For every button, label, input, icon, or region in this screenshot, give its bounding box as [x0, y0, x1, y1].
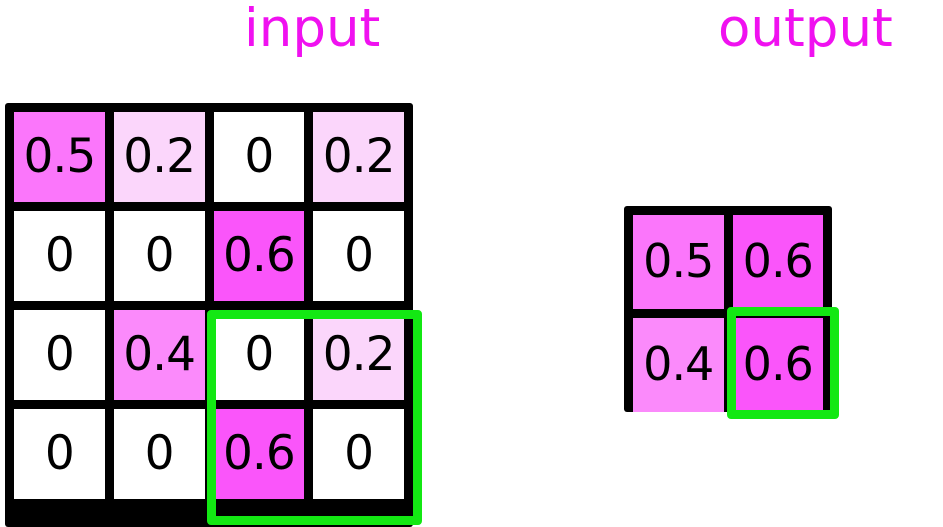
input-cell-r2c3: 0.6 [213, 211, 305, 301]
input-cell-value: 0.2 [322, 128, 396, 184]
input-cell-r2c2: 0 [113, 211, 205, 301]
input-cell-r3c2: 0.4 [113, 310, 205, 400]
output-cell-value: 0.5 [643, 234, 714, 288]
input-cell-value: 0 [344, 227, 374, 283]
input-cell-r1c2: 0.2 [113, 112, 205, 202]
input-cell-value: 0.2 [322, 326, 396, 382]
input-cell-value: 0.6 [223, 425, 296, 481]
input-cell-value: 0 [144, 425, 175, 481]
input-cell-r3c4: 0.2 [313, 310, 404, 400]
input-grid-row: 0 0 0.6 0 [14, 409, 413, 508]
input-grid-row: 0.5 0.2 0 0.2 [14, 112, 413, 211]
input-cell-r1c1: 0.5 [14, 112, 105, 202]
input-cell-value: 0.2 [123, 128, 196, 184]
input-grid-row: 0 0.4 0 0.2 [14, 310, 413, 409]
input-cell-r3c1: 0 [14, 310, 105, 400]
input-cell-r4c2: 0 [113, 409, 205, 499]
output-grid-row: 0.4 0.6 [633, 318, 832, 421]
output-cell-r2c1: 0.4 [633, 318, 724, 412]
input-cell-value: 0.4 [123, 326, 196, 382]
input-panel-label: input [244, 0, 381, 59]
input-cell-r3c3: 0 [213, 310, 305, 400]
input-cell-value: 0.5 [23, 128, 97, 184]
input-cell-r4c1: 0 [14, 409, 105, 499]
output-cell-r1c1: 0.5 [633, 215, 724, 309]
input-grid-row: 0 0 0.6 0 [14, 211, 413, 310]
output-feature-map-grid: 0.5 0.6 0.4 0.6 [624, 206, 832, 412]
input-cell-r1c3: 0 [213, 112, 305, 202]
output-cell-value: 0.4 [643, 337, 714, 391]
output-cell-r1c2: 0.6 [732, 215, 823, 309]
output-cell-value: 0.6 [742, 234, 814, 288]
input-cell-r2c1: 0 [14, 211, 105, 301]
input-cell-value: 0 [44, 326, 75, 382]
input-cell-r1c4: 0.2 [313, 112, 404, 202]
input-cell-value: 0 [144, 227, 175, 283]
input-feature-map-grid: 0.5 0.2 0 0.2 0 0 0.6 0 0 0.4 [5, 103, 413, 527]
input-cell-r4c4: 0 [313, 409, 404, 499]
input-cell-value: 0 [244, 128, 274, 184]
input-cell-value: 0 [244, 326, 274, 382]
input-cell-value: 0.6 [223, 227, 296, 283]
output-grid-row: 0.5 0.6 [633, 215, 832, 318]
input-cell-value: 0 [44, 425, 75, 481]
input-cell-r2c4: 0 [313, 211, 404, 301]
output-cell-value: 0.6 [742, 337, 814, 391]
output-cell-r2c2: 0.6 [732, 318, 823, 412]
output-panel-label: output [718, 0, 893, 59]
input-cell-value: 0 [44, 227, 75, 283]
input-cell-r4c3: 0.6 [213, 409, 305, 499]
input-cell-value: 0 [344, 425, 374, 481]
